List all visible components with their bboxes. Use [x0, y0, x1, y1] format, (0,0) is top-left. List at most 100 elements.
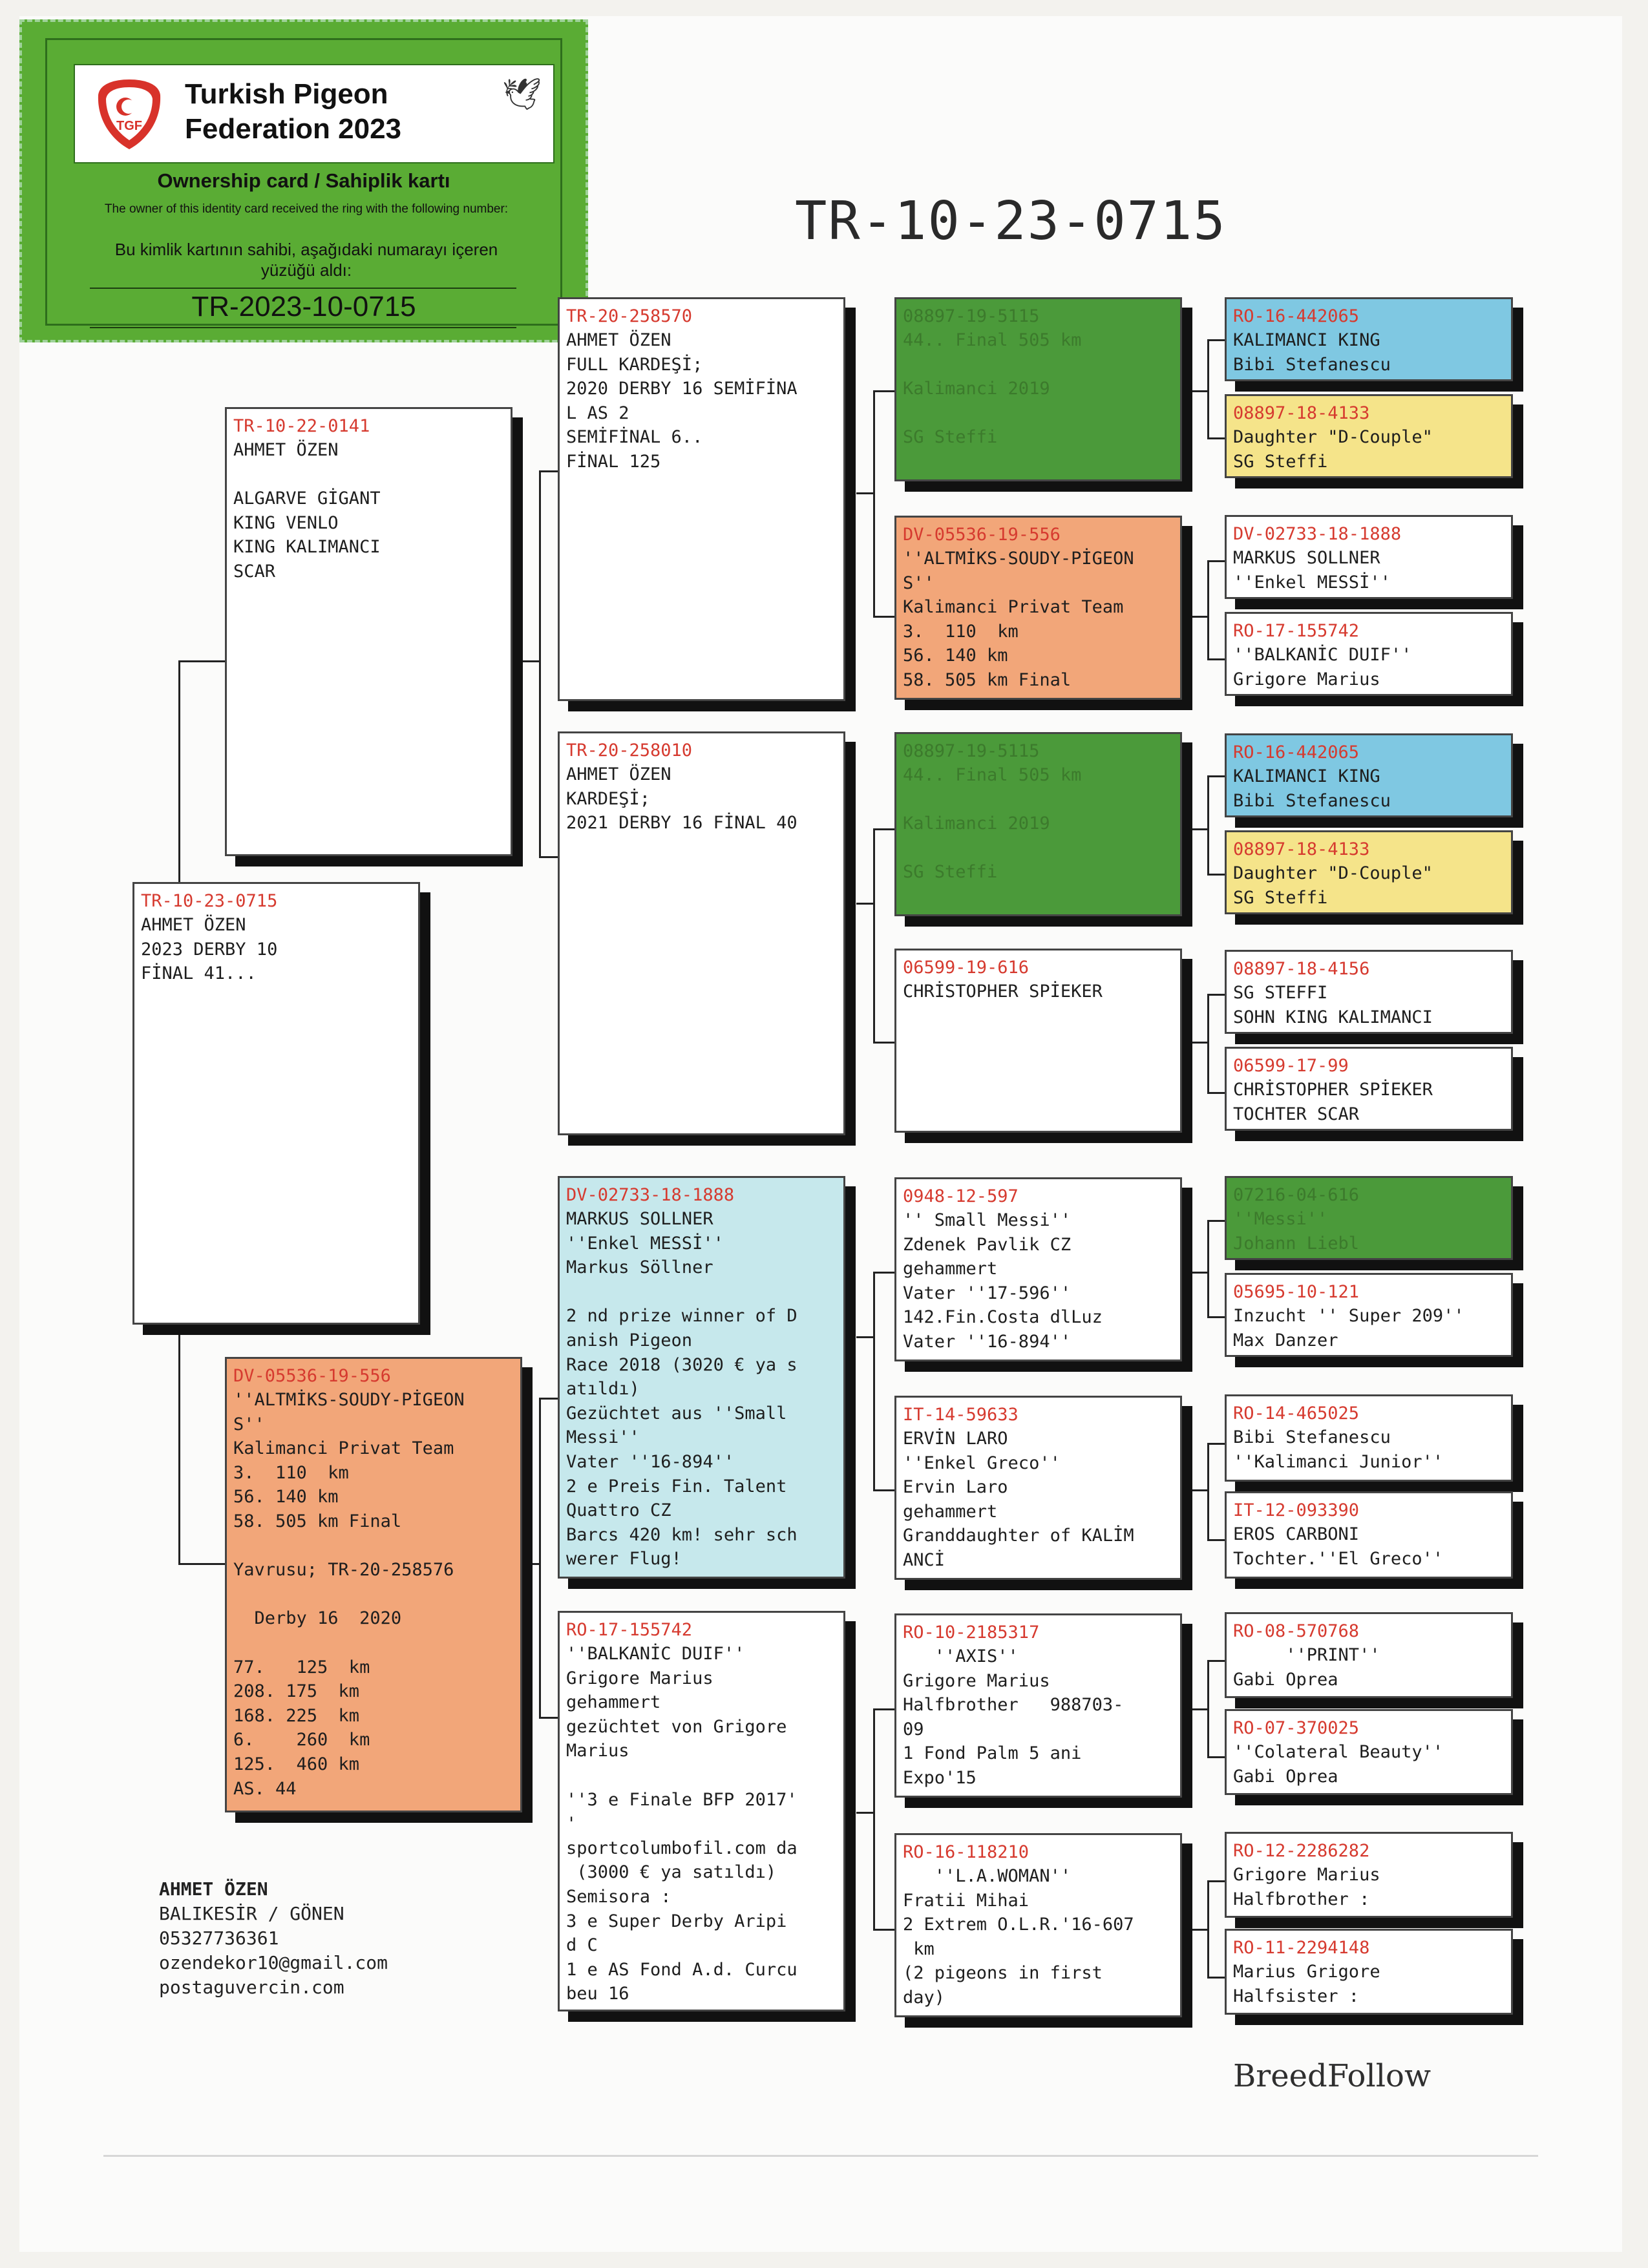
pedigree-text-line: 77. 125 km	[233, 1657, 370, 1677]
connector-line	[1191, 616, 1207, 618]
breedfollow-logo: BreedFollow	[1233, 2058, 1431, 2094]
connector-line	[873, 390, 875, 618]
connector-line	[1207, 1316, 1227, 1318]
footer-rule	[103, 2155, 1538, 2157]
ring-number: 0948-12-597	[903, 1186, 1019, 1206]
ring-number: 08897-19-5115	[903, 741, 1040, 761]
pedigree-text-line: km	[903, 1938, 935, 1959]
connector-line	[1207, 1220, 1209, 1318]
federation-logo-icon: TGF	[98, 79, 161, 149]
pedigree-text-line: SG STEFFI	[1233, 983, 1328, 1003]
connector-line	[1207, 1756, 1227, 1758]
pedigree-text-line: MARKUS SOLLNER	[1233, 548, 1380, 568]
pedigree-text-line: TOCHTER SCAR	[1233, 1104, 1360, 1124]
pedigree-text-line: Tochter.''El Greco''	[1233, 1548, 1444, 1569]
ring-number: TR-10-22-0141	[233, 416, 370, 436]
connector-line	[1207, 339, 1209, 439]
pedigree-text-line: Bibi Stefanescu	[1233, 1427, 1391, 1447]
pedigree-text-line: Markus Söllner	[566, 1257, 713, 1278]
pedigree-text-line: CHRİSTOPHER SPİEKER	[903, 982, 1103, 1002]
pedigree-text-line	[903, 353, 1174, 377]
connector-line	[873, 1929, 896, 1931]
connector-line	[539, 856, 560, 858]
ring-number: 06599-19-616	[903, 958, 1030, 978]
connector-line	[1207, 1660, 1227, 1662]
pedigree-box: RO-17-155742''BALKANİC DUIF''Grigore Mar…	[1225, 612, 1513, 696]
pedigree-text-line: ANCİ	[903, 1549, 945, 1570]
pedigree-text-line: Kalimanci Privat Team	[233, 1438, 454, 1459]
connector-line	[1207, 994, 1227, 996]
ring-number: RO-14-465025	[1233, 1403, 1360, 1423]
pedigree-text-line: Ervin Laro	[903, 1477, 1008, 1498]
connector-line	[1207, 1880, 1227, 1882]
pedigree-text-line: 208. 175 km	[233, 1681, 360, 1702]
pedigree-text-line: 2021 DERBY 16 FİNAL 40	[566, 813, 798, 834]
ring-number: 08897-19-5115	[903, 306, 1040, 326]
pedigree-text-line: ''BALKANİC DUIF''	[566, 1644, 745, 1664]
pedigree-text-line: Granddaughter of KALİM	[903, 1526, 1134, 1546]
pedigree-text-line: gezüchtet von Grigore	[566, 1716, 787, 1737]
pedigree-text-line: Max Danzer	[1233, 1330, 1338, 1350]
connector-line	[1207, 994, 1209, 1094]
pedigree-text-line: d C	[566, 1935, 598, 1956]
pedigree-text-line	[233, 1631, 514, 1655]
pedigree-text-line: 125. 460 km	[233, 1754, 360, 1774]
pedigree-text-line: ''Enkel Greco''	[903, 1453, 1061, 1473]
pedigree-text-line: S''	[903, 572, 935, 593]
connector-line	[178, 1334, 180, 1565]
pedigree-text-line: 3. 110 km	[233, 1462, 349, 1483]
pedigree-text-line: KALIMANCI KING	[1233, 766, 1380, 786]
pedigree-box: RO-07-370025''Colateral Beauty''Gabi Opr…	[1225, 1709, 1513, 1795]
ownership-card-frame	[45, 38, 562, 326]
ring-number: RO-10-2185317	[903, 1622, 1040, 1643]
ownership-card-title: Turkish Pigeon Federation 2023	[185, 78, 402, 145]
connector-line	[856, 492, 873, 494]
ring-number: RO-17-155742	[1233, 621, 1360, 641]
ring-number: 07216-04-616	[1233, 1185, 1360, 1205]
connector-line	[856, 1336, 873, 1338]
pedigree-text-line	[566, 1763, 837, 1788]
connector-line	[873, 616, 896, 618]
pedigree-text-line: gehammert	[903, 1501, 998, 1522]
ring-number: 08897-18-4156	[1233, 959, 1370, 979]
pedigree-text-line: Bibi Stefanescu	[1233, 790, 1391, 811]
ownership-card-english-text: The owner of this identity card received…	[104, 202, 509, 216]
pedigree-text-line	[233, 463, 504, 487]
connector-line	[178, 1563, 225, 1565]
connector-line	[178, 660, 225, 662]
connector-line	[1207, 775, 1227, 777]
pedigree-text-line: 58. 505 km Final	[903, 669, 1072, 690]
ring-number: TR-10-23-0715	[141, 891, 278, 911]
pedigree-text-line: AHMET ÖZEN	[233, 440, 339, 460]
pedigree-text-line: Inzucht '' Super 209''	[1233, 1306, 1464, 1326]
pedigree-text-line	[903, 836, 1174, 861]
pedigree-text-line: SG Steffi	[903, 427, 998, 448]
pedigree-text-line: (2 pigeons in first	[903, 1963, 1103, 1984]
connector-line	[873, 390, 896, 392]
pedigree-text-line: FULL KARDEŞİ;	[566, 354, 703, 375]
ring-number: RO-12-2286282	[1233, 1841, 1370, 1861]
pedigree-text-line: 56. 140 km	[233, 1487, 339, 1507]
pedigree-text-line: Messi''	[566, 1427, 640, 1448]
connector-line	[1191, 390, 1207, 392]
ring-number: 06599-17-99	[1233, 1056, 1349, 1076]
pedigree-text-line: Halfsister :	[1233, 1986, 1360, 2006]
pedigree-text-line: SG Steffi	[1233, 887, 1328, 908]
ring-number: RO-16-118210	[903, 1842, 1030, 1862]
pedigree-text-line	[233, 1582, 514, 1607]
pedigree-text-line: Derby 16 2020	[233, 1608, 402, 1629]
pedigree-box: RO-08-570768 ''PRINT''Gabi Oprea	[1225, 1612, 1513, 1698]
connector-line	[1191, 1929, 1207, 1931]
pedigree-text-line: CHRİSTOPHER SPİEKER	[1233, 1080, 1433, 1100]
ownership-card-header: TGF Turkish Pigeon Federation 2023 🕊	[74, 64, 555, 163]
